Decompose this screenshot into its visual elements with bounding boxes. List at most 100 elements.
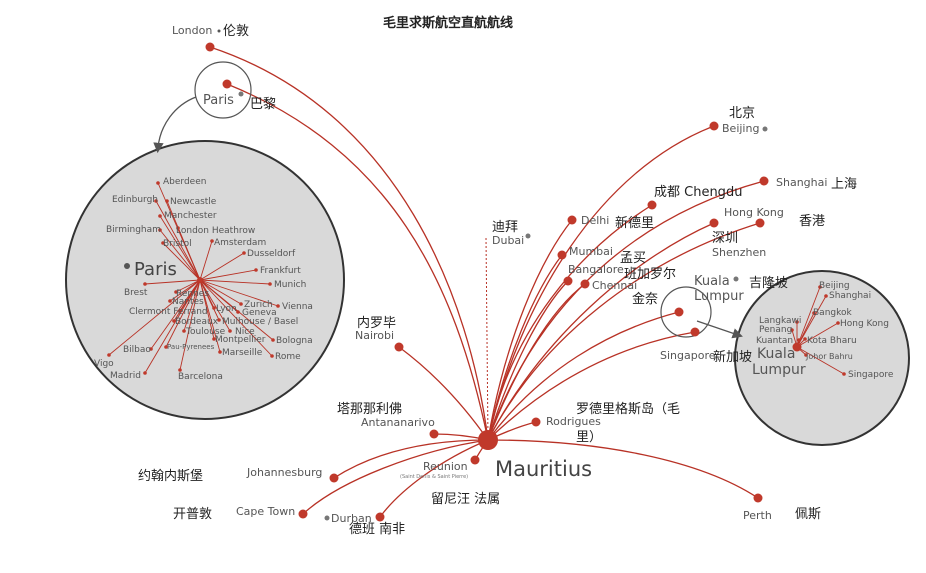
city-label-bordeaux: Bordeaux [175, 317, 219, 327]
route-chengdu [487, 204, 653, 441]
city-label-toulouse: Toulouse [185, 327, 226, 337]
label-chennai-en: Chennai [592, 279, 637, 292]
city-label-lyon: Lyon [216, 304, 237, 314]
label-london-zh: 伦敦 [223, 23, 249, 39]
route-chennai [487, 283, 586, 441]
city-label-newcastle: Newcastle [170, 197, 217, 207]
route-dubai [485, 236, 489, 441]
label-durban-en: Durban [331, 512, 372, 525]
city-label-marseille: Marseille [222, 348, 263, 358]
label-nairobi-zh: 内罗毕 [357, 315, 396, 331]
kl-city-label-bangkok: Bangkok [813, 308, 853, 318]
label-capetown-en: Cape Town [236, 505, 295, 518]
city-label-nice: Nice [235, 327, 255, 337]
route-durban [379, 439, 489, 518]
label-delhi-en: Delhi [581, 214, 609, 227]
label-singapore-en: Singapore [660, 349, 716, 362]
kl-city-label-beijing: Beijing [819, 281, 850, 291]
city-label-bilbao: Bilbao [123, 345, 151, 355]
london-marker-small [217, 29, 221, 33]
dot-paris [222, 79, 232, 89]
kl-inset-dots [790, 285, 846, 376]
city-label-amsterdam: Amsterdam [214, 238, 266, 248]
city-label-manchester: Manchester [164, 211, 217, 221]
city-label-vigo: Vigo [94, 359, 114, 369]
paris-inset-title: Paris [134, 259, 177, 280]
paris-info-icon-small [238, 91, 244, 97]
label-singapore-zh: 新加坡 [713, 349, 752, 365]
city-label-rennes: Rennes [176, 289, 209, 299]
dot-shenzhen [709, 218, 719, 228]
kl-city-label-hong-kong: Hong Kong [840, 319, 889, 329]
city-label-mulhouse-basel: Mulhouse / Basel [222, 317, 298, 327]
city-label-rome: Rome [275, 352, 301, 362]
map-title: 毛里求斯航空直航航线 [383, 15, 513, 31]
route-singapore [487, 331, 696, 441]
label-shenzhen-zh: 深圳 [712, 231, 738, 246]
label-hongkong-zh: 香港 [799, 214, 825, 229]
route-delhi [487, 219, 573, 441]
label-dubai-en: Dubai [492, 234, 524, 247]
label-london-en: London [172, 24, 212, 37]
city-label-clermont-ferrand: Clermont Ferrand [129, 307, 208, 317]
destination-dots [205, 42, 769, 522]
label-reunion-zh: 留尼汪 法属 [431, 492, 500, 507]
dot-delhi [567, 215, 577, 225]
dot-shanghai [759, 176, 769, 186]
label-beijing-zh: 北京 [729, 106, 755, 121]
kl-inset-hub-dot [792, 342, 802, 352]
city-label-madrid: Madrid [110, 371, 141, 381]
label-hongkong-en: Hong Kong [724, 206, 784, 219]
label-capetown-zh: 开普敦 [173, 506, 212, 522]
dot-beijing [709, 121, 719, 131]
label-kl-line1: Kuala [694, 274, 730, 289]
label-rodrigues-en: Rodrigues [546, 415, 601, 428]
label-reunion-sub: (Saint Denis & Saint Pierre) [400, 474, 468, 480]
kl-inset-title-line2: Lumpur [752, 362, 806, 378]
label-shanghai-en: Shanghai [776, 176, 827, 189]
label-mauritius: Mauritius [495, 457, 592, 481]
dot-singapore [690, 327, 700, 337]
paris-inset-labels: Aberdeen Edinburgh Newcastle Manchester … [94, 177, 313, 382]
kl-inset-labels: Beijing Shanghai Bangkok Langkawi Penang… [756, 281, 894, 380]
kl-city-label-kota-bharu: Kota Bharu [807, 336, 857, 346]
label-mumbai-zh: 孟买 [620, 251, 646, 266]
city-label-dusseldorf: Dusseldorf [247, 249, 296, 259]
label-perth-zh: 佩斯 [795, 507, 821, 522]
city-label-birmingham: Birmingham [106, 225, 161, 235]
kl-city-label-kuantan: Kuantan [756, 336, 793, 346]
route-capetown [302, 439, 489, 515]
label-paris-zh: 巴黎 [250, 97, 276, 112]
paris-info-icon [124, 263, 130, 269]
beijing-info-icon [762, 126, 768, 132]
destination-labels: London 伦敦 Paris 巴黎 北京 Beijing Shanghai 上… [138, 23, 857, 537]
dot-london [205, 42, 215, 52]
label-bangalore-en: Bangalore [568, 263, 624, 276]
kl-city-label-langkawi: Langkawi [759, 316, 801, 326]
kl-zoom-ring [660, 286, 712, 338]
dot-durban [375, 512, 385, 522]
paris-inset-spokes [108, 182, 279, 374]
route-paris [226, 83, 489, 441]
label-nairobi-en: Nairobi [355, 329, 394, 342]
dot-chengdu [647, 200, 657, 210]
dubai-info-icon [525, 233, 531, 239]
city-label-brest: Brest [124, 288, 148, 298]
dot-nairobi [394, 342, 404, 352]
label-kl-zh: 吉隆坡 [749, 276, 788, 291]
dot-bangalore [563, 276, 573, 286]
dot-perth [753, 493, 763, 503]
label-johannesburg-zh: 约翰内斯堡 [138, 468, 203, 484]
city-label-munich: Munich [274, 280, 306, 290]
dot-chennai [580, 279, 590, 289]
route-shenzhen [487, 222, 715, 441]
label-bangalore-zh: 班加罗尔 [624, 267, 676, 282]
city-label-london-heathrow: London Heathrow [176, 226, 255, 236]
route-london [209, 46, 489, 441]
city-label-pau-pyrenees: Pau-Pyrenees [167, 343, 215, 351]
kl-city-label-penang: Penang [759, 325, 792, 335]
route-bangalore [487, 280, 569, 441]
kl-inset-circle [734, 270, 910, 446]
label-antananarivo-zh: 塔那那利佛 [337, 402, 402, 417]
